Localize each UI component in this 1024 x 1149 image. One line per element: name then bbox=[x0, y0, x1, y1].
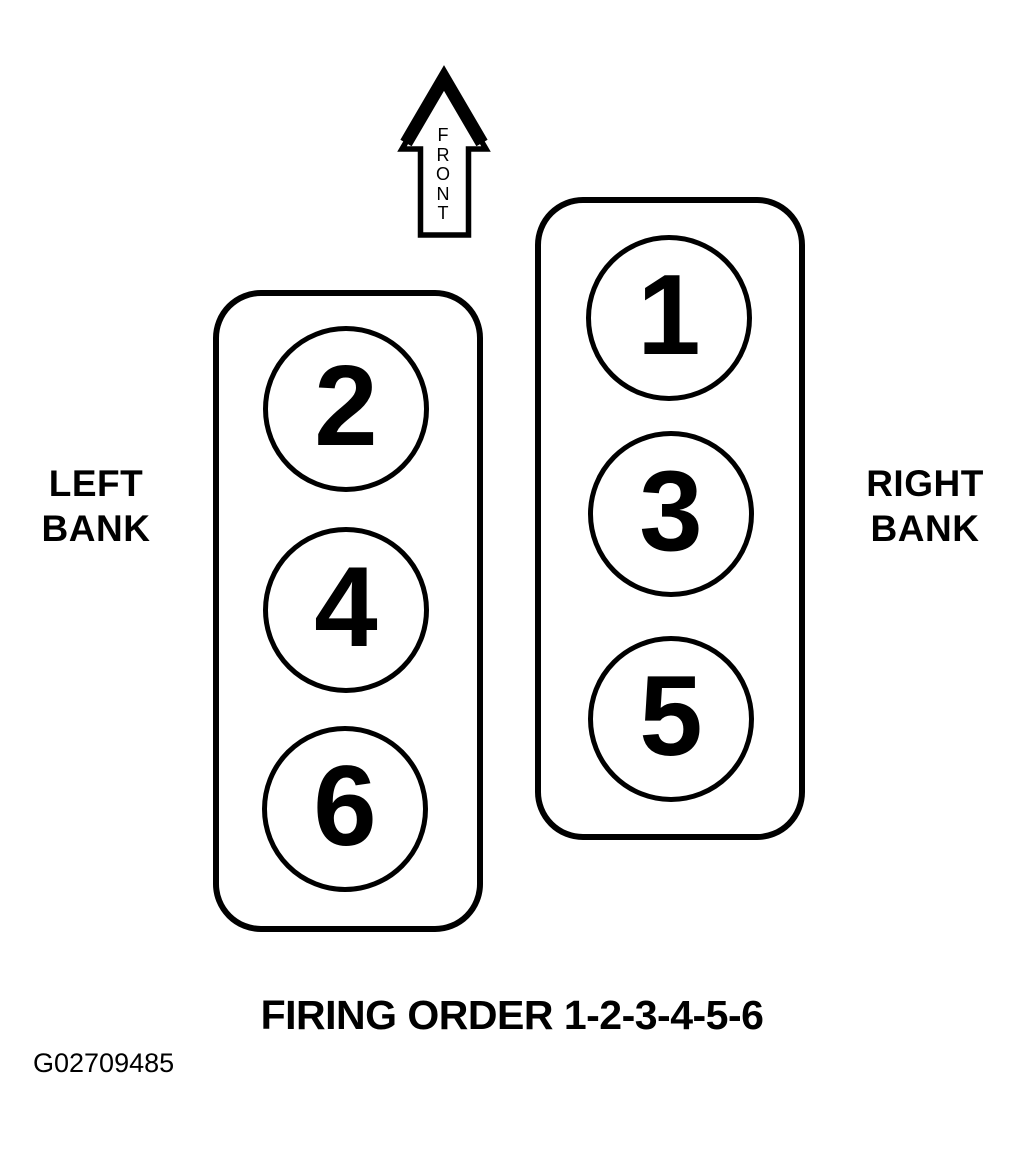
cylinder-2-number: 2 bbox=[314, 343, 378, 470]
cylinder-4-number: 4 bbox=[314, 544, 378, 671]
cylinder-5: 5 bbox=[588, 636, 754, 802]
left-bank-label-line1: LEFT bbox=[48, 463, 144, 504]
front-arrow-icon bbox=[397, 65, 491, 238]
right-bank-label-line1: RIGHT bbox=[866, 463, 984, 504]
cylinder-4: 4 bbox=[263, 527, 429, 693]
cylinder-6-number: 6 bbox=[313, 743, 377, 870]
cylinder-3-number: 3 bbox=[639, 448, 703, 575]
right-bank-label: RIGHT BANK bbox=[825, 461, 1024, 551]
front-arrow-label: FRONT bbox=[435, 125, 450, 223]
cylinder-1: 1 bbox=[586, 235, 752, 401]
cylinder-5-number: 5 bbox=[639, 653, 703, 780]
cylinder-1-number: 1 bbox=[637, 252, 701, 379]
figure-id: G02709485 bbox=[33, 1048, 175, 1078]
left-bank-label-line2: BANK bbox=[41, 508, 151, 549]
cylinder-3: 3 bbox=[588, 431, 754, 597]
firing-order-caption: FIRING ORDER 1-2-3-4-5-6 bbox=[260, 992, 764, 1038]
cylinder-6: 6 bbox=[262, 726, 428, 892]
cylinder-2: 2 bbox=[263, 326, 429, 492]
right-bank-label-line2: BANK bbox=[870, 508, 980, 549]
left-bank-label: LEFT BANK bbox=[0, 461, 196, 551]
